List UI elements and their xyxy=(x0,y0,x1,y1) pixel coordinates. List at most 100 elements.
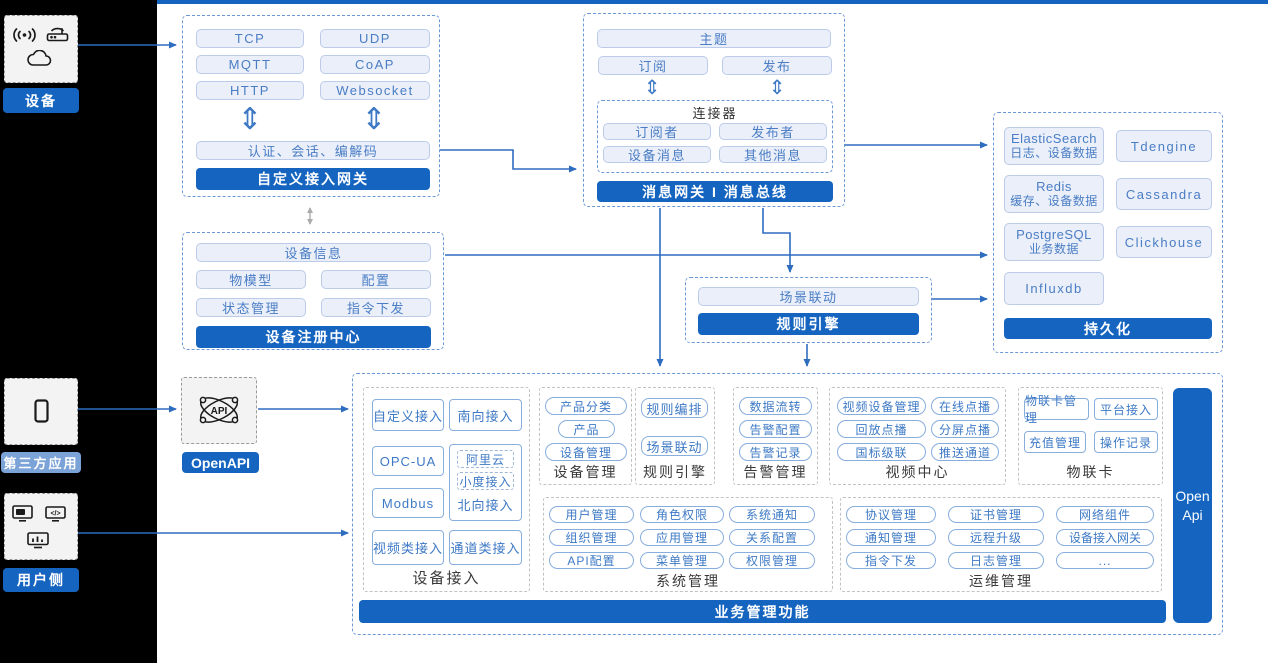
device-mgmt-group xyxy=(539,387,632,485)
product-box: 产品 xyxy=(558,420,615,438)
online-play-box: 在线点播 xyxy=(931,397,999,415)
business-title-bar: 业务管理功能 xyxy=(359,600,1166,623)
business-container xyxy=(352,373,1223,635)
log-mgmt-box: 日志管理 xyxy=(948,552,1044,569)
store-clickhouse: Clickhouse xyxy=(1116,226,1212,258)
store-tdengine: Tdengine xyxy=(1116,130,1212,162)
alarm-config-box: 告警配置 xyxy=(739,420,812,438)
command-dispatch-box: 指令下发 xyxy=(321,298,431,317)
ops-label: 运维管理 xyxy=(969,572,1033,589)
network-component-box: 网络组件 xyxy=(1056,506,1154,523)
persistence-container xyxy=(993,112,1223,353)
store-postgresql: PostgreSQL 业务数据 xyxy=(1004,223,1104,261)
remote-upgrade-box: 远程升级 xyxy=(948,529,1044,546)
device-mgmt-label: 设备管理 xyxy=(553,464,618,480)
command-dispatch-box2: 指令下发 xyxy=(846,552,936,569)
modbus-box: Modbus xyxy=(372,488,444,518)
gb-cascade-box: 国标级联 xyxy=(837,443,926,461)
config-box: 配置 xyxy=(321,270,431,289)
user-mgmt-box: 用户管理 xyxy=(549,506,634,523)
cert-mgmt-box: 证书管理 xyxy=(948,506,1044,523)
custom-gateway-container xyxy=(182,15,440,197)
relation-config-box: 关系配置 xyxy=(729,529,815,546)
video-group xyxy=(829,387,1006,485)
opc-ua-box: OPC-UA xyxy=(372,446,444,476)
device-icons-box xyxy=(4,15,78,83)
ops-group xyxy=(840,497,1162,592)
operation-record-box: 操作记录 xyxy=(1094,431,1158,453)
custom-gateway-title: 自定义接入网关 xyxy=(196,168,430,190)
protocol-http: HTTP xyxy=(196,81,304,100)
double-arrow-icon: ⇕ xyxy=(768,77,786,99)
openapi-icon-box xyxy=(181,377,257,444)
product-category-box: 产品分类 xyxy=(545,397,627,415)
video-label: 视频中心 xyxy=(885,464,950,480)
scene-linkage-box: 场景联动 xyxy=(698,287,919,306)
system-group xyxy=(543,497,833,592)
top-accent-bar xyxy=(157,0,1268,4)
protocol-mgmt-box: 协议管理 xyxy=(846,506,936,523)
store-name: Redis xyxy=(1036,179,1072,194)
org-mgmt-box: 组织管理 xyxy=(549,529,634,546)
store-desc: 业务数据 xyxy=(1028,242,1079,256)
device-mgmt-box: 设备管理 xyxy=(545,443,627,461)
aliyun-box: 阿里云 xyxy=(457,450,514,468)
custom-access-box: 自定义接入 xyxy=(372,399,444,431)
topic-box: 主题 xyxy=(597,29,831,48)
publisher-box: 发布者 xyxy=(719,123,827,140)
double-arrow-icon: ⇕ xyxy=(643,77,661,99)
device-message-box: 设备消息 xyxy=(603,146,711,163)
menu-mgmt-box: 菜单管理 xyxy=(640,552,724,569)
message-bus-container xyxy=(583,13,845,207)
open-api-vertical-bar: Open Api xyxy=(1173,388,1212,623)
ops-more-box: ... xyxy=(1056,552,1154,569)
auth-session-codec-box: 认证、会话、编解码 xyxy=(196,141,430,160)
protocol-udp: UDP xyxy=(320,29,430,48)
rule-engine-title: 规则引擎 xyxy=(698,313,919,335)
phone-icon xyxy=(34,399,49,428)
alarm-label: 告警管理 xyxy=(743,464,808,480)
device-info-box: 设备信息 xyxy=(196,243,431,262)
app-window-icon xyxy=(12,505,33,527)
video-device-mgmt-box: 视频设备管理 xyxy=(837,397,926,415)
playback-box: 回放点播 xyxy=(837,420,926,438)
publish-box: 发布 xyxy=(722,56,832,75)
device-registry-container xyxy=(182,232,444,350)
rule-engine-label: 规则引擎 xyxy=(643,464,707,480)
router-icon xyxy=(45,24,70,48)
iot-card-label: 物联卡 xyxy=(1066,464,1115,480)
protocol-coap: CoAP xyxy=(320,55,430,74)
store-elasticsearch: ElasticSearch 日志、设备数据 xyxy=(1004,127,1104,165)
open-api-line2: Api xyxy=(1182,506,1203,523)
scene-linkage-box2: 场景联动 xyxy=(641,436,708,456)
other-message-box: 其他消息 xyxy=(719,146,827,163)
store-name: ElasticSearch xyxy=(1011,131,1097,146)
user-side-rail-label: 用户侧 xyxy=(3,568,79,592)
system-label: 系统管理 xyxy=(656,572,720,589)
split-screen-box: 分屏点播 xyxy=(931,420,999,438)
third-party-icons-box xyxy=(4,378,78,445)
device-access-label: 设备接入 xyxy=(412,569,481,587)
rule-engine-group xyxy=(635,387,715,485)
third-party-rail-label: 第三方应用 xyxy=(1,452,81,473)
double-arrow-icon: ⇕ xyxy=(237,103,263,136)
double-arrow-icon: ⇕ xyxy=(361,103,387,136)
data-flow-box: 数据流转 xyxy=(739,397,812,415)
broadcast-icon xyxy=(11,26,38,49)
rule-engine-container xyxy=(685,277,932,343)
rule-orchestration-box: 规则编排 xyxy=(641,398,708,418)
alarm-record-box: 告警记录 xyxy=(739,443,812,461)
system-notice-box: 系统通知 xyxy=(729,506,815,523)
openapi-label: OpenAPI xyxy=(182,452,259,473)
perm-mgmt-box: 权限管理 xyxy=(729,552,815,569)
subscribe-box: 订阅 xyxy=(598,56,708,75)
openapi-atom-icon: API xyxy=(193,387,245,438)
protocol-tcp: TCP xyxy=(196,29,304,48)
device-registry-title: 设备注册中心 xyxy=(196,326,431,348)
channel-access-box: 通道类接入 xyxy=(449,530,522,565)
northbound-access-label: 北向接入 xyxy=(457,497,514,513)
device-access-group xyxy=(363,387,530,592)
app-mgmt-box: 应用管理 xyxy=(640,529,724,546)
connector-group xyxy=(597,100,833,173)
